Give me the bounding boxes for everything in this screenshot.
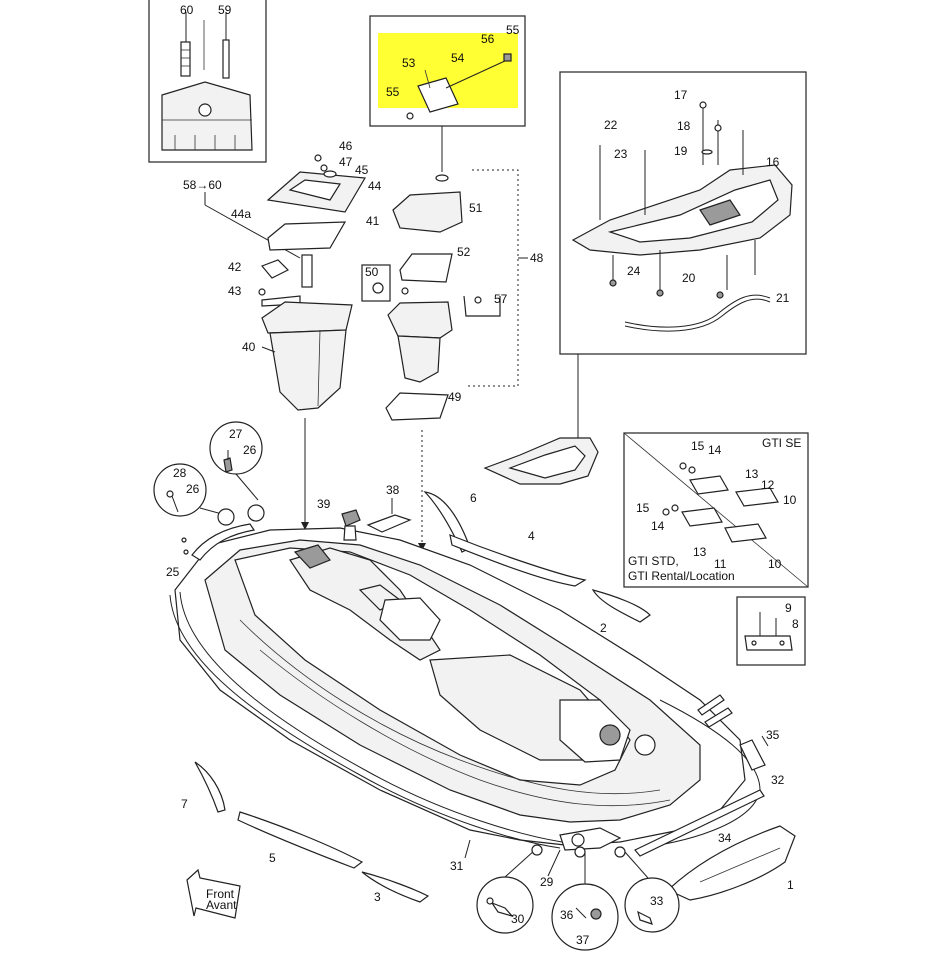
label-33: 33 <box>650 894 664 908</box>
label-14-bottom: 14 <box>651 519 665 533</box>
label-10-top: 10 <box>783 493 797 507</box>
label-16: 16 <box>766 155 780 169</box>
label-34: 34 <box>718 831 732 845</box>
label-35: 35 <box>766 728 780 742</box>
label-32: 32 <box>771 773 785 787</box>
label-21: 21 <box>776 291 790 305</box>
detail-circle-36-37 <box>551 852 619 951</box>
label-13-top: 13 <box>745 467 759 481</box>
label-20: 20 <box>682 271 696 285</box>
label-13-bottom: 13 <box>693 545 707 559</box>
label-55-top: 55 <box>506 23 520 37</box>
front-arrow-icon: Front Avant <box>186 868 241 919</box>
label-22: 22 <box>604 118 618 132</box>
decal-3 <box>361 871 430 903</box>
label-15-top: 15 <box>691 439 705 453</box>
label-12: 12 <box>761 478 775 492</box>
label-19: 19 <box>674 144 688 158</box>
part-25 <box>191 523 256 561</box>
label-1: 1 <box>787 878 794 892</box>
rub-rail-left <box>169 594 561 849</box>
hull-body <box>174 527 746 851</box>
label-6: 6 <box>470 491 477 505</box>
label-10-bottom: 10 <box>768 557 782 571</box>
label-11: 11 <box>714 557 727 571</box>
label-60: 60 <box>180 3 194 17</box>
detail-circle-33 <box>624 851 680 933</box>
label-44a: 44a <box>231 207 251 221</box>
detail-circle-28-26 <box>153 463 223 517</box>
label-23: 23 <box>614 147 628 161</box>
label-59: 59 <box>218 3 232 17</box>
label-31: 31 <box>450 859 464 873</box>
detail-circle-27-26 <box>209 421 263 501</box>
inset-box-58-60 <box>148 0 267 163</box>
label-37: 37 <box>576 933 590 947</box>
storage-bin-40 <box>258 254 353 411</box>
seat-box <box>559 71 807 355</box>
label-36: 36 <box>560 908 574 922</box>
label-14-top: 14 <box>708 443 722 457</box>
label-40: 40 <box>242 340 256 354</box>
label-39: 39 <box>317 497 331 511</box>
label-28: 28 <box>173 466 187 480</box>
label-57: 57 <box>494 292 508 306</box>
label-3: 3 <box>374 890 381 904</box>
decal-2 <box>591 589 651 623</box>
label-52: 52 <box>457 245 471 259</box>
label-15-bottom: 15 <box>636 501 650 515</box>
label-54: 54 <box>451 51 465 65</box>
label-56: 56 <box>481 32 495 46</box>
inset-box-53-56 <box>369 15 526 127</box>
label-30: 30 <box>511 912 525 926</box>
label-49: 49 <box>448 390 462 404</box>
label-gti-rental: GTI Rental/Location <box>628 569 735 583</box>
label-53: 53 <box>402 56 416 70</box>
label-51: 51 <box>469 201 483 215</box>
label-45: 45 <box>355 163 369 177</box>
label-9: 9 <box>785 601 792 615</box>
part-34 <box>634 789 765 857</box>
glove-box-assembly <box>361 174 501 421</box>
gti-variant-box <box>623 432 809 588</box>
label-5: 5 <box>269 851 276 865</box>
decal-1 <box>666 825 796 901</box>
label-47: 47 <box>339 155 353 169</box>
inset-box-8-9 <box>736 596 806 666</box>
label-55-left: 55 <box>386 85 400 99</box>
detail-circle-30 <box>476 849 536 934</box>
label-38: 38 <box>386 483 400 497</box>
part-39-38 <box>341 498 412 541</box>
label-48: 48 <box>530 251 544 265</box>
label-gti-se: GTI SE <box>762 436 801 450</box>
svg-text:Avant: Avant <box>206 898 237 912</box>
decal-4 <box>449 534 587 587</box>
label-43: 43 <box>228 284 242 298</box>
label-42: 42 <box>228 260 242 274</box>
svg-text:Front: Front <box>206 887 235 901</box>
label-7: 7 <box>181 797 188 811</box>
label-25: 25 <box>166 565 180 579</box>
label-8: 8 <box>792 617 799 631</box>
label-46: 46 <box>339 139 353 153</box>
label-27: 27 <box>229 427 243 441</box>
part-32 <box>739 739 766 771</box>
label-24: 24 <box>627 264 641 278</box>
decal-7 <box>194 761 226 813</box>
label-44: 44 <box>368 179 382 193</box>
label-18: 18 <box>677 119 691 133</box>
label-gti-std: GTI STD, <box>628 554 679 568</box>
decal-5 <box>237 811 364 869</box>
label-50: 50 <box>365 265 379 279</box>
console-lid-assembly <box>266 154 366 251</box>
label-58-60: 58→60 <box>183 178 222 192</box>
label-29: 29 <box>540 875 554 889</box>
label-17: 17 <box>674 88 688 102</box>
label-41: 41 <box>366 214 380 228</box>
label-2: 2 <box>600 621 607 635</box>
label-26-lower: 26 <box>186 482 200 496</box>
label-26-upper: 26 <box>243 443 257 457</box>
label-4: 4 <box>528 529 535 543</box>
